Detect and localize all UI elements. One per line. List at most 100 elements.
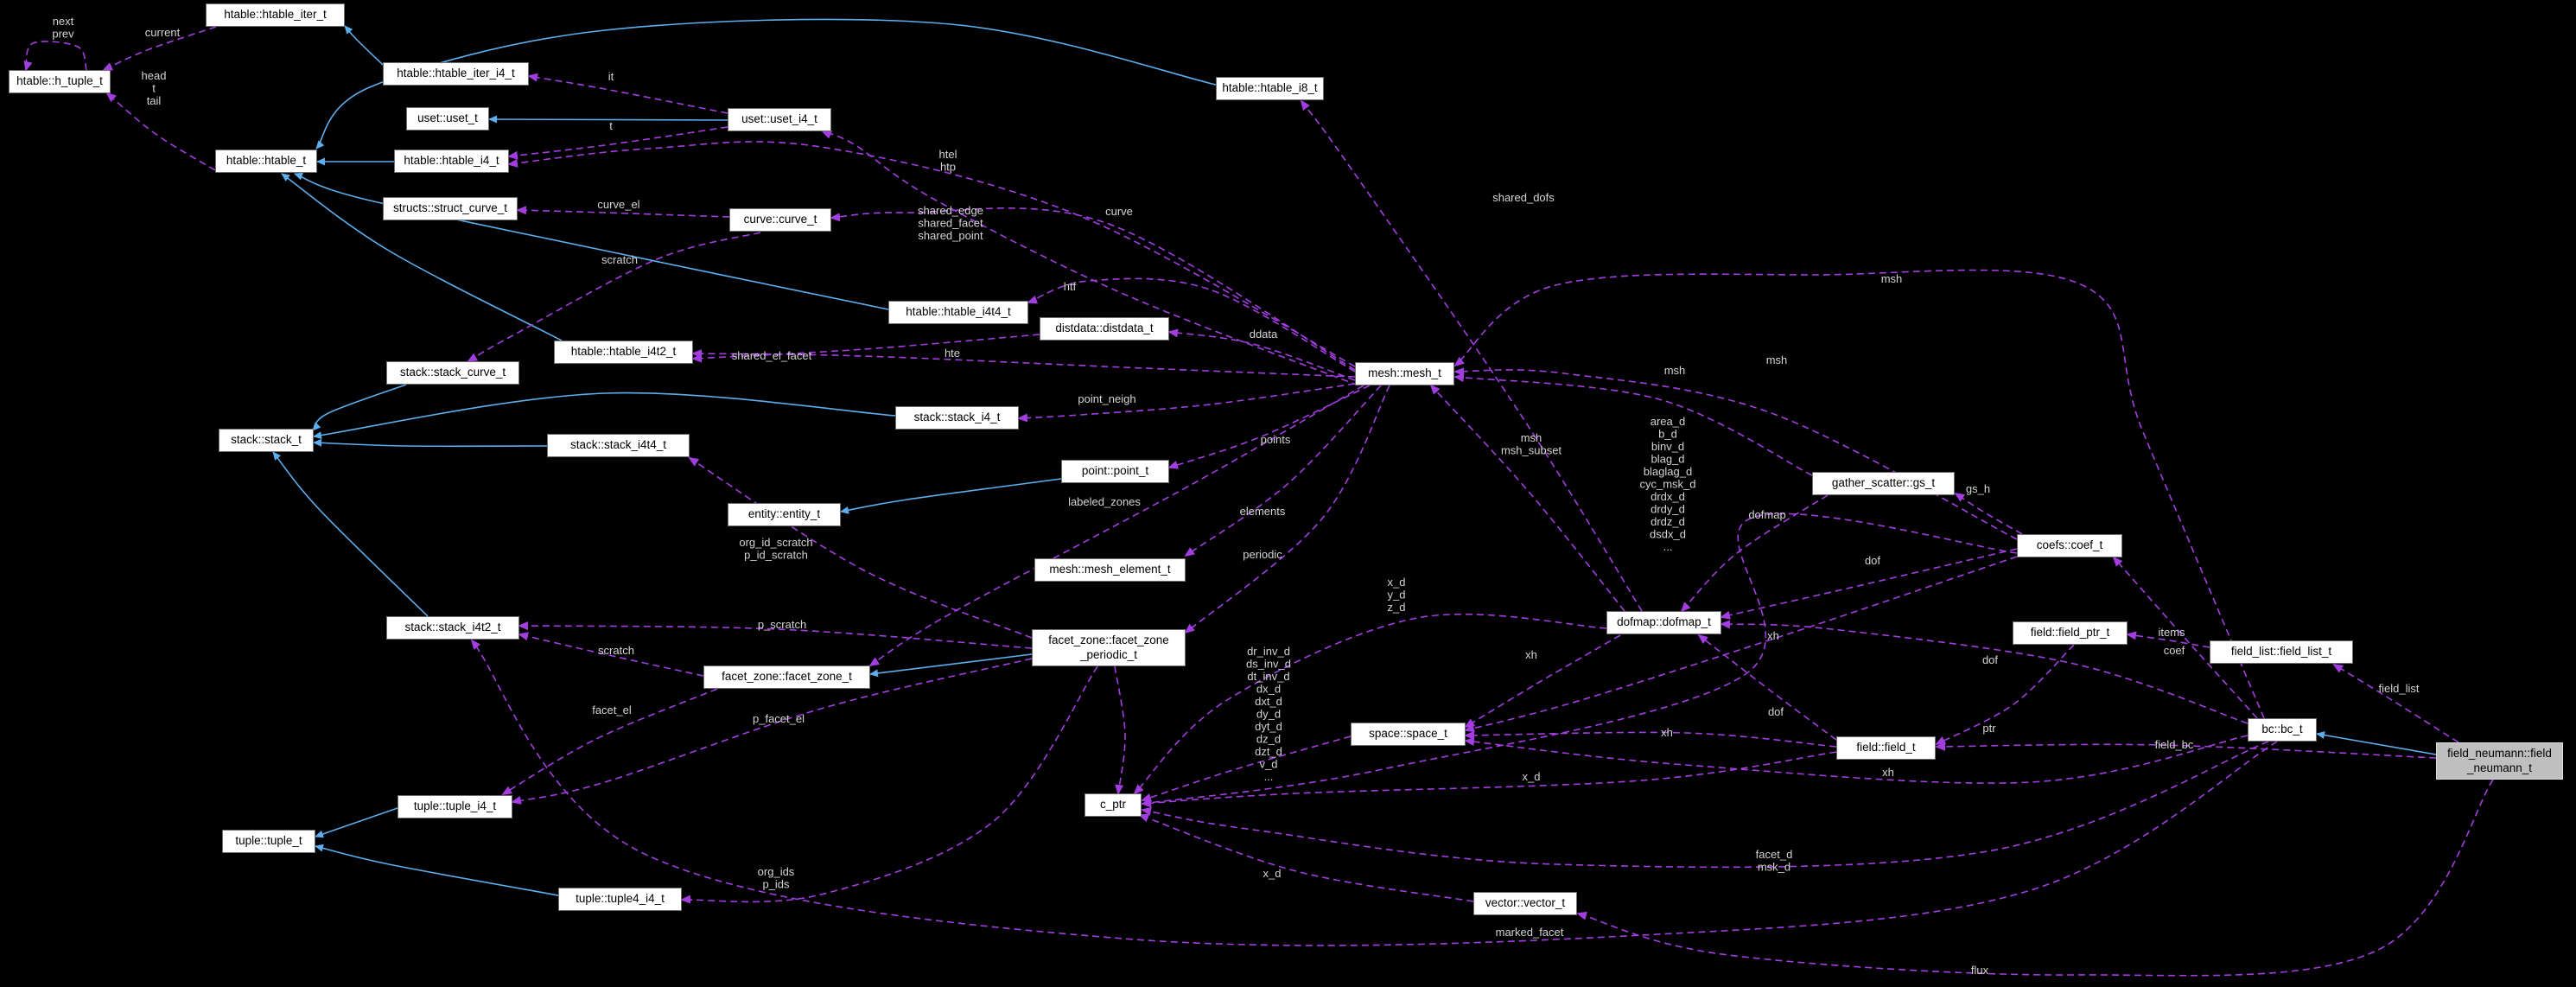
edge-facet-zone-periodic-t-to-c-ptr: [1114, 665, 1126, 795]
node-htable-iter-t[interactable]: htable::htable_iter_t: [206, 3, 345, 27]
node-gs-t[interactable]: gather_scatter::gs_t: [1812, 472, 1955, 495]
edge-bc-t-to-c-ptr: [1141, 741, 2269, 869]
node-stack-i4-t[interactable]: stack::stack_i4_t: [895, 406, 1019, 430]
edge-coef-t-to-space-t: [1464, 556, 2018, 733]
edge-label-coef-t-to-mesh-t: msh: [1664, 364, 1686, 377]
edge-dofmap-t-to-htable-i8-t: [1300, 99, 1643, 612]
edge-label-htable-iter-t-to-h-tuple-t: current: [145, 26, 181, 39]
edge-label-mesh-t-to-point-t: points: [1261, 433, 1291, 446]
node-struct-curve-t[interactable]: structs::struct_curve_t: [383, 197, 518, 220]
edge-mesh-t-to-uset-i4-t: [821, 131, 1359, 386]
edge-label-coef-t-to-dofmap-t: dof: [1865, 554, 1880, 567]
edge-label-dofmap-t-to-htable-i8-t: shared_dofs: [1492, 191, 1555, 204]
node-tuple-t[interactable]: tuple::tuple_t: [222, 830, 315, 853]
edge-label-mesh-t-to-curve-t: curve: [1105, 205, 1133, 218]
edge-htable-iter-t-to-h-tuple-t: [102, 26, 217, 71]
edge-label-field-neumann-t-to-field-list-t: field_list: [2379, 682, 2420, 695]
edge-facet-zone-periodic-t-to-tuple-i4-t: [511, 658, 1033, 805]
node-point-t[interactable]: point::point_t: [1061, 460, 1169, 483]
edge-dofmap-t-to-space-t: [1464, 634, 1621, 729]
edge-mesh-t-to-distdata-t: [1167, 328, 1356, 381]
node-field-list-t[interactable]: field_list::field_list_t: [2210, 640, 2353, 664]
node-uset-t[interactable]: uset::uset_t: [406, 107, 489, 131]
edge-field-list-t-to-field-ptr-t: [2126, 631, 2210, 648]
edge-label-field-list-t-to-field-ptr-t: items: [2158, 626, 2185, 639]
node-c-ptr[interactable]: c_ptr: [1084, 793, 1142, 817]
node-facet-zone-t[interactable]: facet_zone::facet_zone_t: [703, 665, 870, 689]
edge-facet-zone-t-to-stack-i4t2-t: [518, 632, 704, 677]
edge-field-neumann-t-to-vector-t: [1576, 779, 2494, 977]
edge-label-coef-t-to-space-t: xh: [1767, 629, 1779, 642]
edge-facet-zone-periodic-t-to-facet-zone-t: [869, 653, 1033, 678]
edge-label-bc-t-to-space-t: xh: [1882, 766, 1894, 779]
node-facet-zone-periodic-t[interactable]: facet_zone::facet_zone _periodic_t: [1032, 629, 1186, 666]
edge-label-bc-t-to-mesh-t: msh: [1881, 272, 1903, 285]
node-coef-t[interactable]: coefs::coef_t: [2017, 534, 2122, 557]
node-stack-i4t4-t[interactable]: stack::stack_i4t4_t: [547, 434, 690, 457]
edge-curve-t-to-stack-curve-t: [467, 232, 761, 363]
node-stack-t[interactable]: stack::stack_t: [219, 429, 314, 452]
node-mesh-t[interactable]: mesh::mesh_t: [1355, 362, 1454, 385]
edge-htable-t-to-h-tuple-t: [105, 92, 216, 171]
edge-label-curve-t-to-struct-curve-t: curve_el: [597, 198, 639, 211]
edge-tuple4-i4-t-to-tuple-t: [315, 844, 559, 896]
edge-h-tuple-t-to-h-tuple-t: [23, 41, 87, 72]
node-field-ptr-t[interactable]: field::field_ptr_t: [2013, 621, 2128, 645]
node-h-tuple-t[interactable]: htable::h_tuple_t: [9, 70, 111, 93]
edge-label-field-ptr-t-to-field-t: ptr: [1982, 722, 1996, 735]
node-space-t[interactable]: space::space_t: [1351, 723, 1466, 746]
edge-mesh-t-to-point-t: [1167, 385, 1371, 469]
node-tuple-i4-t[interactable]: tuple::tuple_i4_t: [398, 795, 512, 818]
node-tuple4-i4-t[interactable]: tuple::tuple4_i4_t: [558, 888, 682, 911]
edge-point-t-to-entity-t: [840, 478, 1062, 514]
edge-field-t-to-space-t: [1464, 730, 1837, 748]
edge-label-gs-t-to-mesh-t: msh: [1766, 353, 1788, 366]
node-vector-t[interactable]: vector::vector_t: [1473, 892, 1577, 915]
node-curve-t[interactable]: curve::curve_t: [729, 208, 831, 232]
node-htable-i4t4-t[interactable]: htable::htable_i4t4_t: [888, 301, 1028, 324]
edge-dofmap-t-to-c-ptr: [1133, 613, 1607, 795]
edge-label-facet-zone-t-to-stack-i4t2-t: scratch: [598, 644, 634, 657]
node-htable-t[interactable]: htable::htable_t: [215, 150, 317, 173]
edge-htable-i4t4-t-to-htable-t: [294, 172, 889, 310]
node-htable-i4t2-t[interactable]: htable::htable_i4t2_t: [554, 341, 693, 364]
edge-gs-t-to-mesh-t: [1453, 373, 1813, 476]
node-dofmap-t[interactable]: dofmap::dofmap_t: [1606, 611, 1721, 634]
edge-label-field-neumann-t-to-vector-t: flux: [1971, 964, 1989, 977]
node-stack-i4t2-t[interactable]: stack::stack_i4t2_t: [386, 616, 519, 640]
edge-coef-t-to-c-ptr: [1141, 513, 2018, 807]
edge-bc-t-to-space-t: [1464, 735, 2248, 784]
edge-label-bc-t-to-dofmap-t: dof: [1982, 653, 1998, 666]
edge-coef-t-to-dofmap-t: [1720, 548, 2018, 620]
edge-label-uset-i4-t-to-htable-iter-i4-t: it: [608, 70, 614, 83]
edge-dofmap-t-to-mesh-t: [1429, 384, 1625, 612]
node-stack-curve-t[interactable]: stack::stack_curve_t: [386, 361, 519, 385]
node-distdata-t[interactable]: distdata::distdata_t: [1040, 317, 1169, 341]
node-field-neumann-t[interactable]: field_neumann::field _neumann_t: [2436, 742, 2563, 780]
node-entity-t[interactable]: entity::entity_t: [728, 503, 841, 526]
edge-label-dofmap-t-to-space-t: xh: [1525, 648, 1537, 661]
edge-bc-t-to-mesh-t: [1453, 269, 2265, 719]
node-htable-iter-i4-t[interactable]: htable::htable_iter_i4_t: [383, 62, 529, 86]
edge-gs-t-to-dofmap-t: [1680, 494, 1829, 613]
edge-htable-i4t2-t-to-htable-t: [281, 173, 563, 341]
node-field-t[interactable]: field::field_t: [1836, 736, 1936, 760]
edge-stack-curve-t-to-stack-t: [312, 384, 407, 431]
node-mesh-element-t[interactable]: mesh::mesh_element_t: [1034, 558, 1186, 582]
node-bc-t[interactable]: bc::bc_t: [2248, 718, 2317, 742]
edge-field-t-to-dofmap-t: [1697, 634, 1837, 741]
edge-mesh-t-to-curve-t: [830, 207, 1356, 371]
edge-label-mesh-t-to-mesh-element-t: elements: [1240, 505, 1286, 518]
edge-field-t-to-c-ptr: [1141, 751, 1837, 808]
node-htable-i4-t[interactable]: htable::htable_i4_t: [394, 150, 509, 173]
node-uset-i4-t[interactable]: uset::uset_i4_t: [728, 108, 831, 131]
node-htable-i8-t[interactable]: htable::htable_i8_t: [1216, 77, 1324, 100]
